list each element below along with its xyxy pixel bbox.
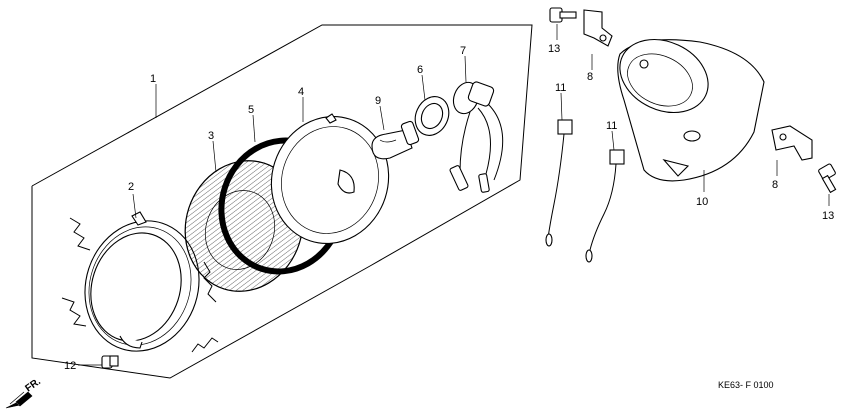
headlight-bulb — [371, 120, 420, 160]
callout-11-left: 11 — [555, 82, 566, 94]
callout-4: 4 — [298, 86, 304, 98]
diagram-code: KE63- F 0100 — [718, 380, 774, 390]
assembly-outline — [31, 24, 533, 379]
callout-6: 6 — [417, 64, 423, 76]
callout-7: 7 — [460, 45, 466, 57]
front-direction-arrow: FR. — [5, 376, 43, 409]
callout-3: 3 — [208, 130, 214, 142]
headlight-rim — [84, 211, 200, 352]
bolt-upper — [549, 7, 577, 23]
callout-13-lower: 13 — [822, 210, 834, 222]
callout-2: 2 — [128, 181, 134, 193]
callout-13-upper: 13 — [548, 43, 560, 55]
wire-harness-right — [585, 149, 625, 263]
headlight-case — [617, 39, 765, 182]
callout-11-right: 11 — [606, 120, 617, 132]
callout-10: 10 — [696, 196, 708, 208]
callout-1: 1 — [150, 73, 156, 85]
socket-ring — [414, 96, 450, 136]
callout-5: 5 — [248, 104, 254, 116]
callout-12: 12 — [64, 360, 76, 372]
bolt-lower — [818, 163, 837, 194]
wire-harness-left — [545, 119, 573, 247]
bulb-socket — [449, 81, 504, 193]
reflector-ring — [270, 113, 390, 245]
bracket-upper — [583, 9, 613, 47]
leader-lines — [78, 24, 830, 366]
callout-8-lower: 8 — [772, 179, 778, 191]
bracket-lower — [771, 125, 813, 161]
front-direction-label: FR. — [23, 376, 43, 394]
callout-9: 9 — [375, 95, 381, 107]
callout-labels: 1 2 3 4 5 6 7 8 8 9 10 11 11 12 13 13 — [64, 43, 834, 372]
callout-8-upper: 8 — [587, 71, 593, 83]
screw — [101, 355, 119, 369]
